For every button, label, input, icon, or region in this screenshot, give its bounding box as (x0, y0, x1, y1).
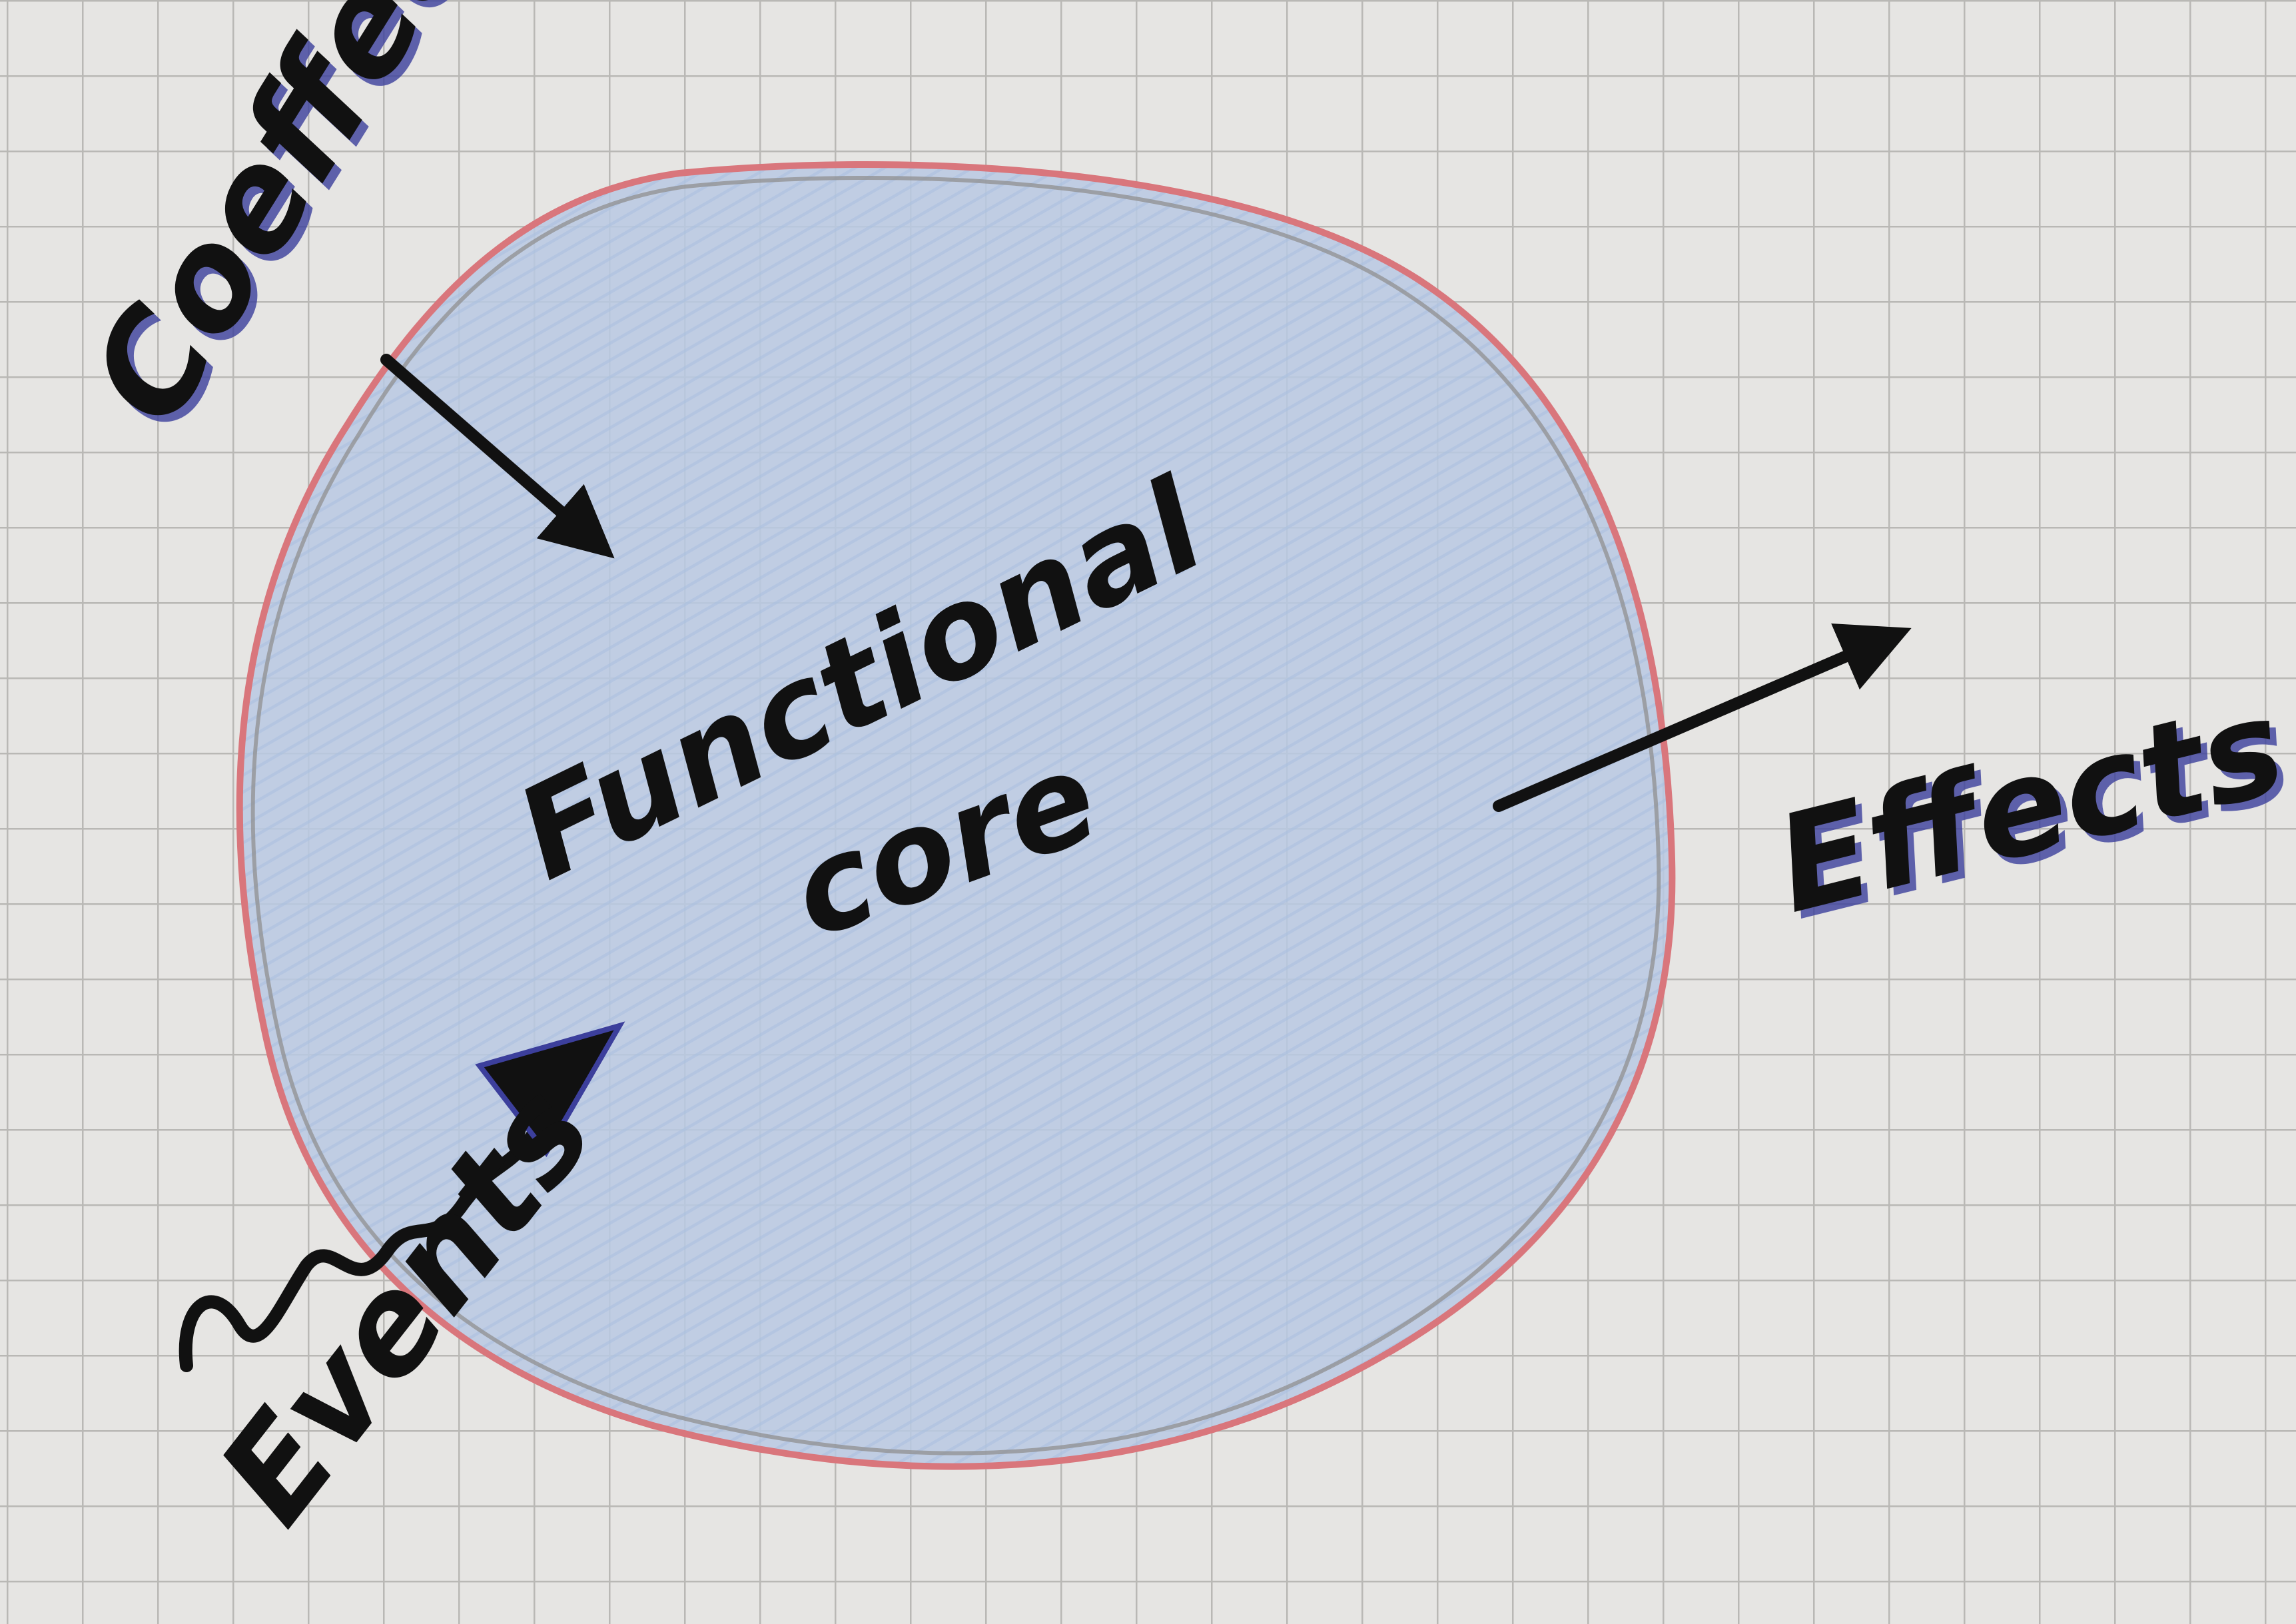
coeffects-arrow (380, 354, 615, 559)
events-squiggle-arrow (179, 1092, 560, 1372)
effects-arrow (1493, 623, 1912, 812)
events-arrowhead (475, 1021, 625, 1158)
